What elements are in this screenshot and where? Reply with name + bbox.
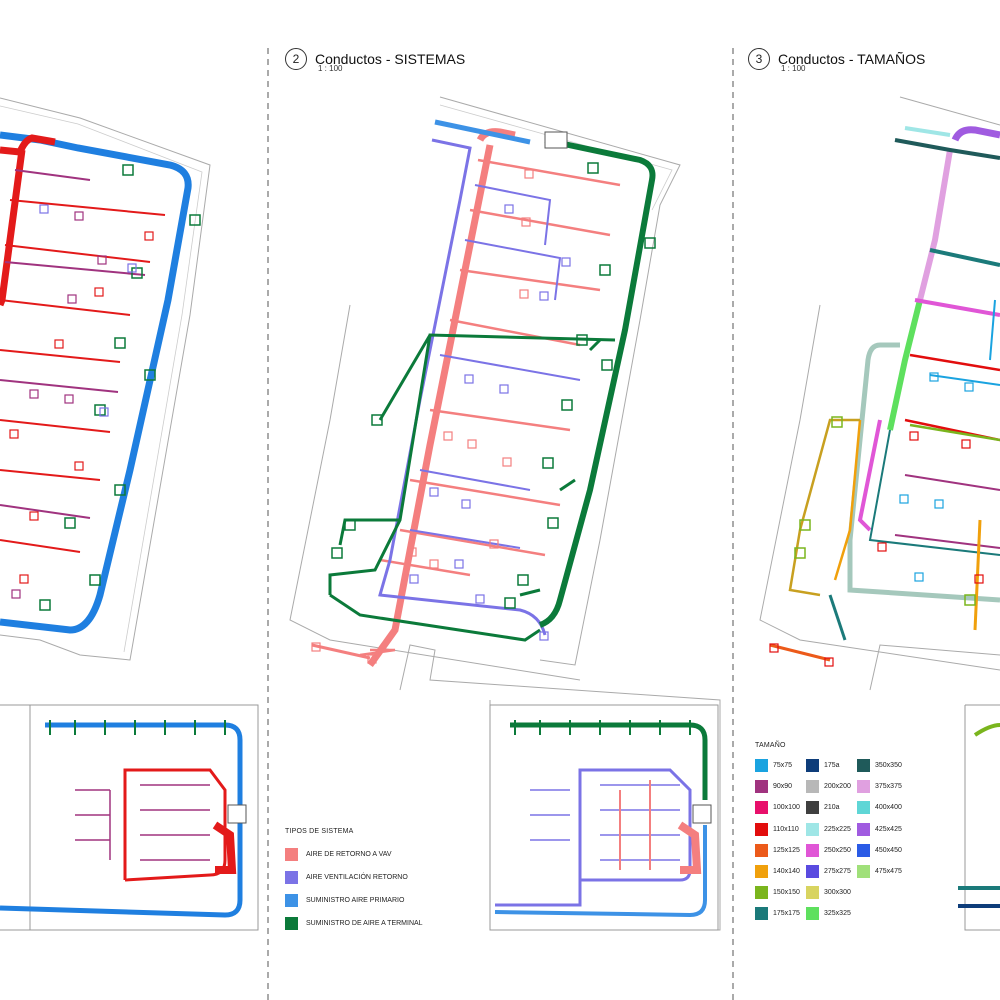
- legend-label: AIRE DE RETORNO A VAV: [306, 850, 392, 858]
- view-number-2: 2: [285, 48, 307, 70]
- size-legend-item: 100x100: [755, 801, 800, 815]
- size-legend-item: 210a: [806, 801, 840, 815]
- legend-swatch: [857, 822, 870, 836]
- legend-swatch: [755, 759, 768, 772]
- view-name-2: Conductos - SISTEMAS: [315, 51, 466, 67]
- legend-label: 475x475: [875, 868, 902, 875]
- legend-label: AIRE VENTILACIÓN RETORNO: [306, 873, 408, 881]
- sizes-legend-title: TAMAÑO: [755, 742, 786, 749]
- legend-label: 100x100: [773, 804, 800, 812]
- legend-swatch: [755, 822, 768, 836]
- legend-label: 450x450: [875, 846, 902, 854]
- legend-label: 175a: [824, 762, 840, 769]
- legend-swatch: [857, 801, 870, 815]
- legend-label: 140x140: [773, 868, 800, 875]
- size-legend-item: 175x175: [755, 907, 800, 921]
- legend-swatch: [806, 822, 819, 836]
- legend-label: 275x275: [824, 868, 851, 875]
- size-legend-item: 250x250: [806, 843, 851, 857]
- size-legend-item: 175a: [806, 759, 840, 772]
- legend-label: 250x250: [824, 846, 851, 854]
- size-legend-item: 325x325: [806, 907, 851, 921]
- legend-label: 350x350: [875, 762, 902, 769]
- legend-label: 200x200: [824, 783, 851, 791]
- size-legend-item: 300x300: [806, 886, 851, 900]
- legend-label: 90x90: [773, 783, 793, 791]
- legend-label: 400x400: [875, 804, 902, 812]
- legend-label: 325x325: [824, 910, 851, 918]
- legend-swatch: [857, 780, 870, 794]
- legend-swatch: [806, 843, 819, 857]
- size-legend-item: 275x275: [806, 865, 851, 878]
- legend-label: 125x125: [773, 846, 800, 854]
- legend-label: 175x175: [773, 910, 800, 918]
- size-legend-item: 90x90: [755, 780, 793, 794]
- legend-label: SUMINISTRO DE AIRE A TERMINAL: [306, 919, 423, 927]
- legend-label: SUMINISTRO AIRE PRIMARIO: [306, 896, 405, 904]
- legend-swatch: [755, 843, 768, 857]
- legend-label: 300x300: [824, 889, 851, 897]
- legend-swatch: [806, 907, 819, 921]
- legend-swatch: [285, 847, 298, 861]
- legend-swatch: [285, 916, 298, 930]
- size-legend-item: 475x475: [857, 865, 902, 878]
- systems-legend-item: SUMINISTRO DE AIRE A TERMINAL: [285, 916, 423, 930]
- size-legend-item: 425x425: [857, 822, 902, 836]
- systems-legend-item: AIRE DE RETORNO A VAV: [285, 847, 392, 861]
- systems-legend-title: TIPOS DE SISTEMA: [285, 828, 354, 835]
- legend-swatch: [285, 893, 298, 907]
- legend-swatch: [806, 886, 819, 900]
- size-legend-item: 400x400: [857, 801, 902, 815]
- legend-swatch: [755, 886, 768, 900]
- size-legend-item: 150x150: [755, 886, 800, 900]
- legend-swatch: [285, 870, 298, 884]
- view-name-3: Conductos - TAMAÑOS: [778, 51, 926, 67]
- size-legend-item: 225x225: [806, 822, 851, 836]
- legend-swatch: [857, 843, 870, 857]
- view1-plan: [0, 97, 259, 931]
- size-legend-item: 375x375: [857, 780, 902, 794]
- legend-label: 110x110: [773, 825, 799, 833]
- view-title-3: 3 Conductos - TAMAÑOS: [748, 48, 925, 70]
- legend-label: 225x225: [824, 825, 851, 833]
- size-legend-item: 125x125: [755, 843, 800, 857]
- legend-label: 375x375: [875, 783, 902, 791]
- legend-swatch: [806, 759, 819, 772]
- legend-swatch: [857, 865, 870, 878]
- systems-legend-item: AIRE VENTILACIÓN RETORNO: [285, 870, 408, 884]
- legend-swatch: [755, 801, 768, 815]
- legend-label: 425x425: [875, 825, 902, 833]
- size-legend-item: 450x450: [857, 843, 902, 857]
- view-scale-2: 1 : 100: [318, 64, 343, 73]
- view-title-2: 2 Conductos - SISTEMAS: [285, 48, 465, 70]
- size-legend-item: 110x110: [755, 822, 799, 836]
- legend-swatch: [806, 780, 819, 794]
- legend-label: 150x150: [773, 889, 800, 897]
- view2-plan: [289, 96, 721, 931]
- legend-swatch: [857, 759, 870, 772]
- size-legend-item: 200x200: [806, 780, 851, 794]
- view-number-3: 3: [748, 48, 770, 70]
- legend-swatch: [755, 865, 768, 878]
- view-scale-3: 1 : 100: [781, 64, 806, 73]
- legend-label: 210a: [824, 804, 840, 812]
- legend-swatch: [806, 801, 819, 815]
- legend-label: 75x75: [773, 762, 793, 769]
- size-legend-item: 75x75: [755, 759, 792, 772]
- size-legend-item: 140x140: [755, 865, 800, 878]
- legend-swatch: [755, 907, 768, 921]
- legend-swatch: [806, 865, 819, 878]
- view3-plan: [759, 96, 1000, 931]
- systems-legend-item: SUMINISTRO AIRE PRIMARIO: [285, 893, 404, 907]
- size-legend-item: 350x350: [857, 759, 902, 772]
- legend-swatch: [755, 780, 768, 794]
